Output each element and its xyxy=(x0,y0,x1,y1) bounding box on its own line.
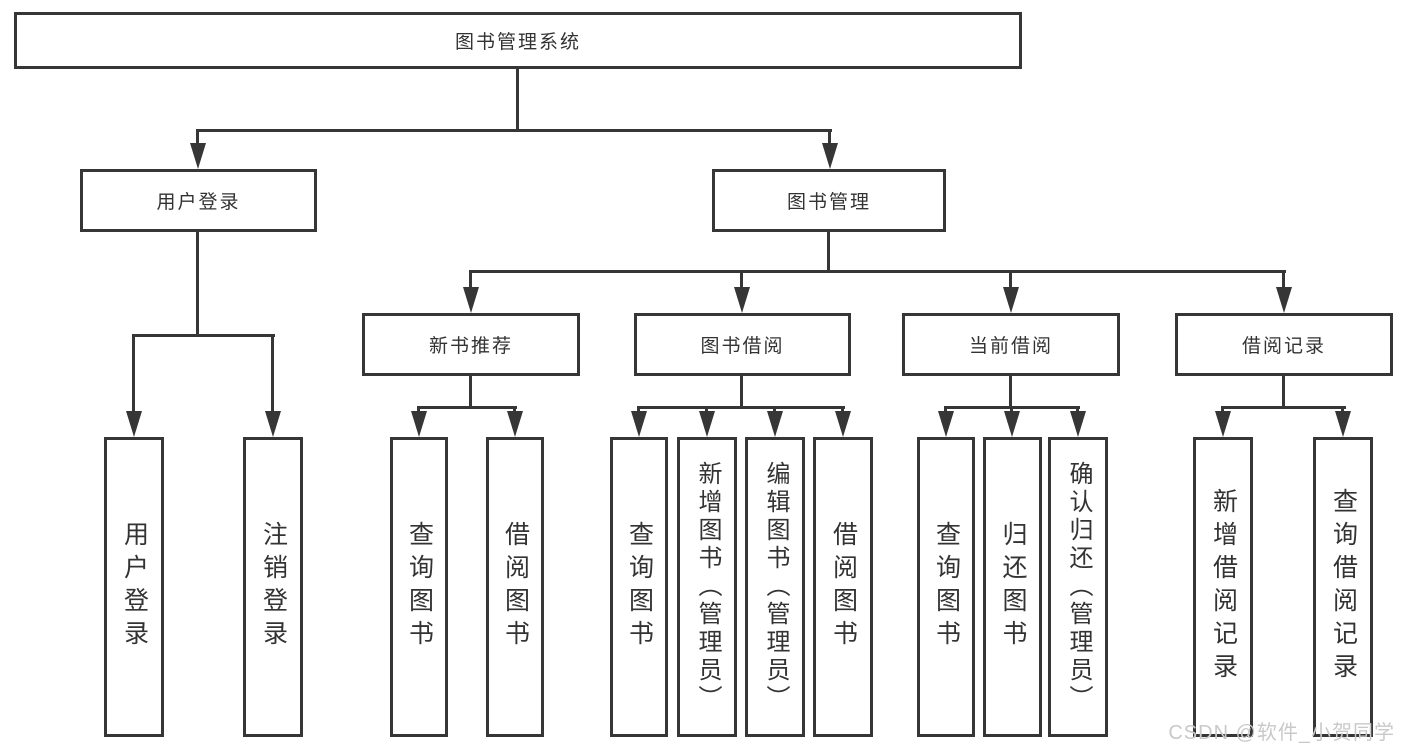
arrow-down-icon xyxy=(190,143,206,169)
connector-line xyxy=(132,334,275,337)
node-user-login: 用户登录 xyxy=(80,169,317,232)
node-label: 图书管理 xyxy=(786,192,871,213)
connector-line xyxy=(740,376,743,408)
node-library-management-system: 图书管理系统 xyxy=(14,12,1022,69)
node-label: 用户登录 xyxy=(156,192,241,213)
node-book-borrowing: 图书借阅 xyxy=(634,313,851,376)
leaf-return-books: 归还图书 xyxy=(983,437,1042,737)
connector-line xyxy=(1076,406,1079,414)
leaf-add-borrow-record: 新增借阅记录 xyxy=(1193,437,1253,737)
leaf-query-books: 查询图书 xyxy=(390,437,448,737)
connector-line xyxy=(1341,406,1344,414)
connector-line xyxy=(196,232,199,336)
connector-line xyxy=(740,270,743,290)
leaf-query-books: 查询图书 xyxy=(917,437,975,737)
arrow-down-icon xyxy=(835,411,851,437)
leaf-confirm-return-admin: 确认归还（管理员） xyxy=(1048,437,1108,737)
arrow-down-icon xyxy=(734,287,750,313)
leaf-borrow-books: 借阅图书 xyxy=(813,437,873,737)
node-label: 新增图书（管理员） xyxy=(694,461,721,713)
connector-line xyxy=(841,406,844,414)
node-current-borrowing: 当前借阅 xyxy=(902,313,1120,376)
leaf-query-borrow-record: 查询借阅记录 xyxy=(1313,437,1373,737)
node-book-management: 图书管理 xyxy=(712,169,946,232)
arrow-down-icon xyxy=(1070,411,1086,437)
connector-line xyxy=(469,270,1286,273)
arrow-down-icon xyxy=(1004,411,1020,437)
connector-line xyxy=(196,129,832,132)
connector-line xyxy=(1221,406,1224,414)
node-label: 注销登录 xyxy=(259,521,288,653)
connector-line xyxy=(513,406,516,414)
connector-line xyxy=(1221,406,1346,409)
arrow-down-icon xyxy=(411,411,427,437)
node-label: 新书推荐 xyxy=(428,336,513,357)
node-label: 归还图书 xyxy=(999,521,1027,653)
leaf-query-books: 查询图书 xyxy=(610,437,668,737)
arrow-down-icon xyxy=(463,287,479,313)
connector-line xyxy=(196,129,199,146)
connector-line xyxy=(1009,270,1012,290)
connector-line xyxy=(469,270,472,290)
node-label: 图书管理系统 xyxy=(454,32,581,53)
arrow-down-icon xyxy=(1003,287,1019,313)
node-label: 当前借阅 xyxy=(968,336,1053,357)
node-label: 借阅图书 xyxy=(501,521,530,653)
node-label: 查询借阅记录 xyxy=(1329,488,1358,686)
node-label: 新增借阅记录 xyxy=(1209,488,1238,686)
leaf-add-books-admin: 新增图书（管理员） xyxy=(677,437,737,737)
node-label: 借阅图书 xyxy=(829,521,858,653)
arrow-down-icon xyxy=(126,411,142,437)
arrow-down-icon xyxy=(1215,411,1231,437)
node-label: 查询图书 xyxy=(405,521,434,653)
node-borrowing-records: 借阅记录 xyxy=(1175,313,1393,376)
connector-line xyxy=(637,406,640,414)
connector-line xyxy=(1282,376,1285,408)
arrow-down-icon xyxy=(1276,287,1292,313)
arrow-down-icon xyxy=(699,411,715,437)
arrow-down-icon xyxy=(507,411,523,437)
arrow-down-icon xyxy=(767,411,783,437)
node-label: 用户登录 xyxy=(120,521,149,653)
node-label: 查询图书 xyxy=(932,521,961,653)
connector-line xyxy=(828,129,831,146)
connector-line xyxy=(637,406,845,409)
connector-line xyxy=(417,406,517,409)
connector-line xyxy=(827,232,830,273)
leaf-edit-books-admin: 编辑图书（管理员） xyxy=(745,437,805,737)
connector-line xyxy=(516,69,519,130)
connector-line xyxy=(773,406,776,414)
arrow-down-icon xyxy=(265,411,281,437)
arrow-down-icon xyxy=(1335,411,1351,437)
arrow-down-icon xyxy=(822,143,838,169)
node-label: 借阅记录 xyxy=(1241,336,1326,357)
node-new-book-recommend: 新书推荐 xyxy=(362,313,580,376)
arrow-down-icon xyxy=(938,411,954,437)
csdn-watermark: CSDN @软件_小贺同学 xyxy=(1168,722,1395,744)
node-label: 确认归还（管理员） xyxy=(1065,461,1092,713)
leaf-borrow-books: 借阅图书 xyxy=(486,437,544,737)
node-label: 图书借阅 xyxy=(700,336,785,357)
connector-line xyxy=(944,406,947,414)
connector-line xyxy=(705,406,708,414)
connector-line xyxy=(1010,406,1013,414)
connector-line xyxy=(132,334,135,412)
leaf-user-login: 用户登录 xyxy=(104,437,164,737)
connector-line xyxy=(469,376,472,408)
connector-line xyxy=(1009,376,1012,408)
arrow-down-icon xyxy=(631,411,647,437)
leaf-logout: 注销登录 xyxy=(243,437,303,737)
node-label: 编辑图书（管理员） xyxy=(762,461,789,713)
connector-line xyxy=(271,334,274,412)
connector-line xyxy=(417,406,420,414)
connector-line xyxy=(1282,270,1285,290)
node-label: 查询图书 xyxy=(625,521,654,653)
